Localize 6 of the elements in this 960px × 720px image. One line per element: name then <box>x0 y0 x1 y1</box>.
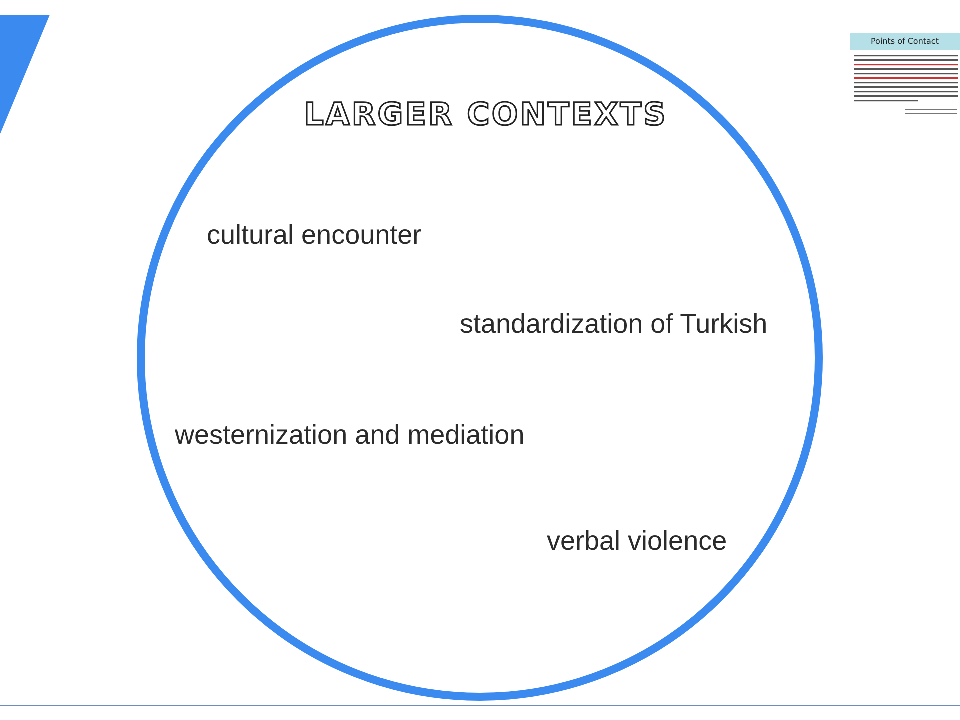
topic-text: standardization of Turkish <box>460 309 768 340</box>
topic-text: verbal violence <box>547 526 728 557</box>
topic-text: cultural encounter <box>207 220 422 251</box>
thumbnail-heading: Points of Contact <box>850 33 960 50</box>
heading: LARGER CONTEXTS <box>304 97 668 133</box>
topic-text: westernization and mediation <box>175 420 525 451</box>
